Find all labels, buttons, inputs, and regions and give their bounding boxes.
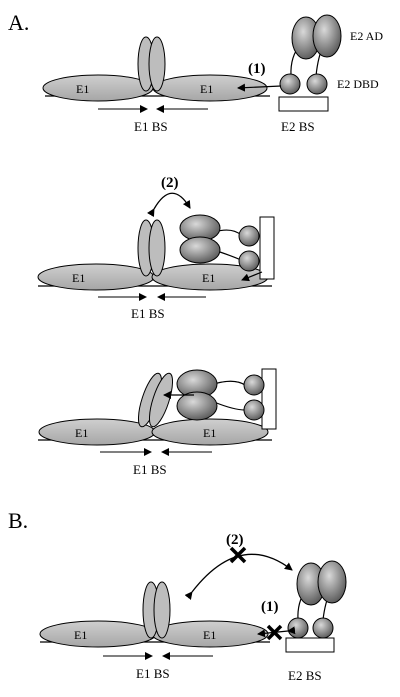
- e1-monomer-right: [151, 418, 269, 446]
- e2-binding-site-box: [285, 637, 335, 653]
- e2-hinge-linker: [213, 401, 246, 411]
- ad-helicase-interaction-arrow: [147, 192, 191, 218]
- e1-helicase-domain-right: [148, 219, 166, 277]
- e2-dbd-subunit: [279, 73, 301, 95]
- e1-bs-label: E1 BS: [136, 666, 170, 681]
- e1-helicase-domain-right: [148, 372, 174, 428]
- panel-a-stage-3: E1 E1 E1 BS: [38, 368, 277, 477]
- e2-binding-site-box: [259, 216, 275, 280]
- blocked-ad-helicase-arrow: [184, 553, 293, 600]
- e1-monomer-left: [42, 74, 154, 102]
- blocked-x-icon: [266, 624, 283, 641]
- blocked-x-icon: [229, 546, 247, 564]
- e1-bs-label: E1 BS: [134, 119, 168, 134]
- dbd-interaction-arrow: [237, 83, 282, 92]
- step-1-label: (1): [248, 61, 266, 77]
- e1-label: E1: [200, 82, 213, 96]
- e1-label: E1: [72, 271, 85, 285]
- e1-bs-label: E1 BS: [131, 306, 165, 321]
- e1-label: E1: [202, 271, 215, 285]
- e2-dbd-subunit: [243, 374, 265, 396]
- e1-monomer-left: [37, 263, 155, 291]
- e2-dbd-subunit: [238, 225, 260, 247]
- panel-b-letter: B.: [8, 508, 28, 533]
- e1-helicase-domain-right: [148, 36, 166, 92]
- e1-label: E1: [203, 628, 216, 642]
- e2-activation-domain: [312, 14, 342, 58]
- panel-a-stage-1: E1 E1 E1 BS E2 BS E2 AD E2 DBD (1): [42, 14, 383, 134]
- e1-monomer-left: [39, 620, 157, 648]
- step-1-label: (1): [261, 599, 279, 615]
- step-2-label: (2): [226, 532, 244, 548]
- e1-label: E1: [203, 426, 216, 440]
- e1-label: E1: [76, 82, 89, 96]
- e2-dbd-subunit: [312, 617, 334, 639]
- e1-label: E1: [74, 628, 87, 642]
- e2-binding-site-box: [261, 368, 277, 430]
- e2-dbd-subunit: [287, 617, 309, 639]
- e2-dbd-label: E2 DBD: [337, 77, 379, 91]
- e1-helicase-domain-right: [153, 581, 171, 639]
- e2-bs-label: E2 BS: [281, 119, 315, 134]
- e2-dbd-subunit: [238, 250, 260, 272]
- panel-b-diagram: E1 E1 E1 BS E2 BS (2) (1): [39, 532, 347, 683]
- panel-a-letter: A.: [8, 10, 29, 35]
- e2-binding-site-box: [278, 96, 329, 112]
- e2-ad-label: E2 AD: [350, 29, 383, 43]
- e1-monomer-left: [38, 418, 156, 446]
- e1-bs-label: E1 BS: [133, 462, 167, 477]
- e2-activation-domain: [179, 236, 221, 264]
- panel-a-stage-2: E1 E1 E1 BS (2): [37, 175, 275, 321]
- e2-activation-domain: [176, 391, 218, 421]
- e2-activation-domain: [317, 560, 347, 604]
- e2-bs-label: E2 BS: [288, 668, 322, 683]
- dbd-contact-arrow: [241, 271, 263, 282]
- step-2-label: (2): [161, 175, 179, 191]
- e2-hinge-linker: [213, 380, 246, 386]
- e1-label: E1: [75, 426, 88, 440]
- e2-dbd-subunit: [243, 399, 265, 421]
- e2-dbd-subunit: [306, 73, 328, 95]
